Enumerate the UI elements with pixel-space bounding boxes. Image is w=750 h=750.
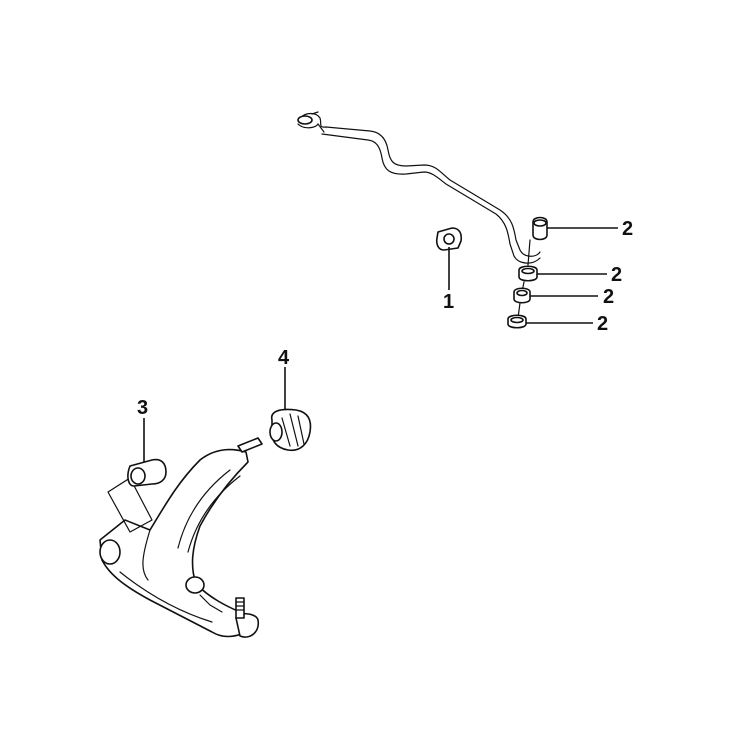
- ball-joint: [235, 597, 260, 638]
- callout-3: 3: [137, 397, 148, 419]
- callout-2-upper: 2: [611, 264, 622, 286]
- stabilizer-bar: [297, 111, 541, 264]
- link-bushing-lower: [513, 287, 531, 304]
- callout-2-bottom: 2: [597, 313, 608, 335]
- stabilizer-bushing: [435, 227, 463, 251]
- front-bushing: [107, 458, 167, 533]
- link-washer: [507, 314, 527, 329]
- callout-2-top: 2: [622, 218, 633, 240]
- callout-1: 1: [443, 291, 454, 313]
- link-bushing-upper: [518, 265, 538, 282]
- rear-bushing: [269, 408, 312, 452]
- lower-control-arm: [99, 448, 249, 638]
- callout-4: 4: [278, 347, 290, 369]
- link-bushing-top: [532, 216, 548, 241]
- callout-2-lower: 2: [603, 286, 614, 308]
- control-arm-pin: [237, 437, 263, 453]
